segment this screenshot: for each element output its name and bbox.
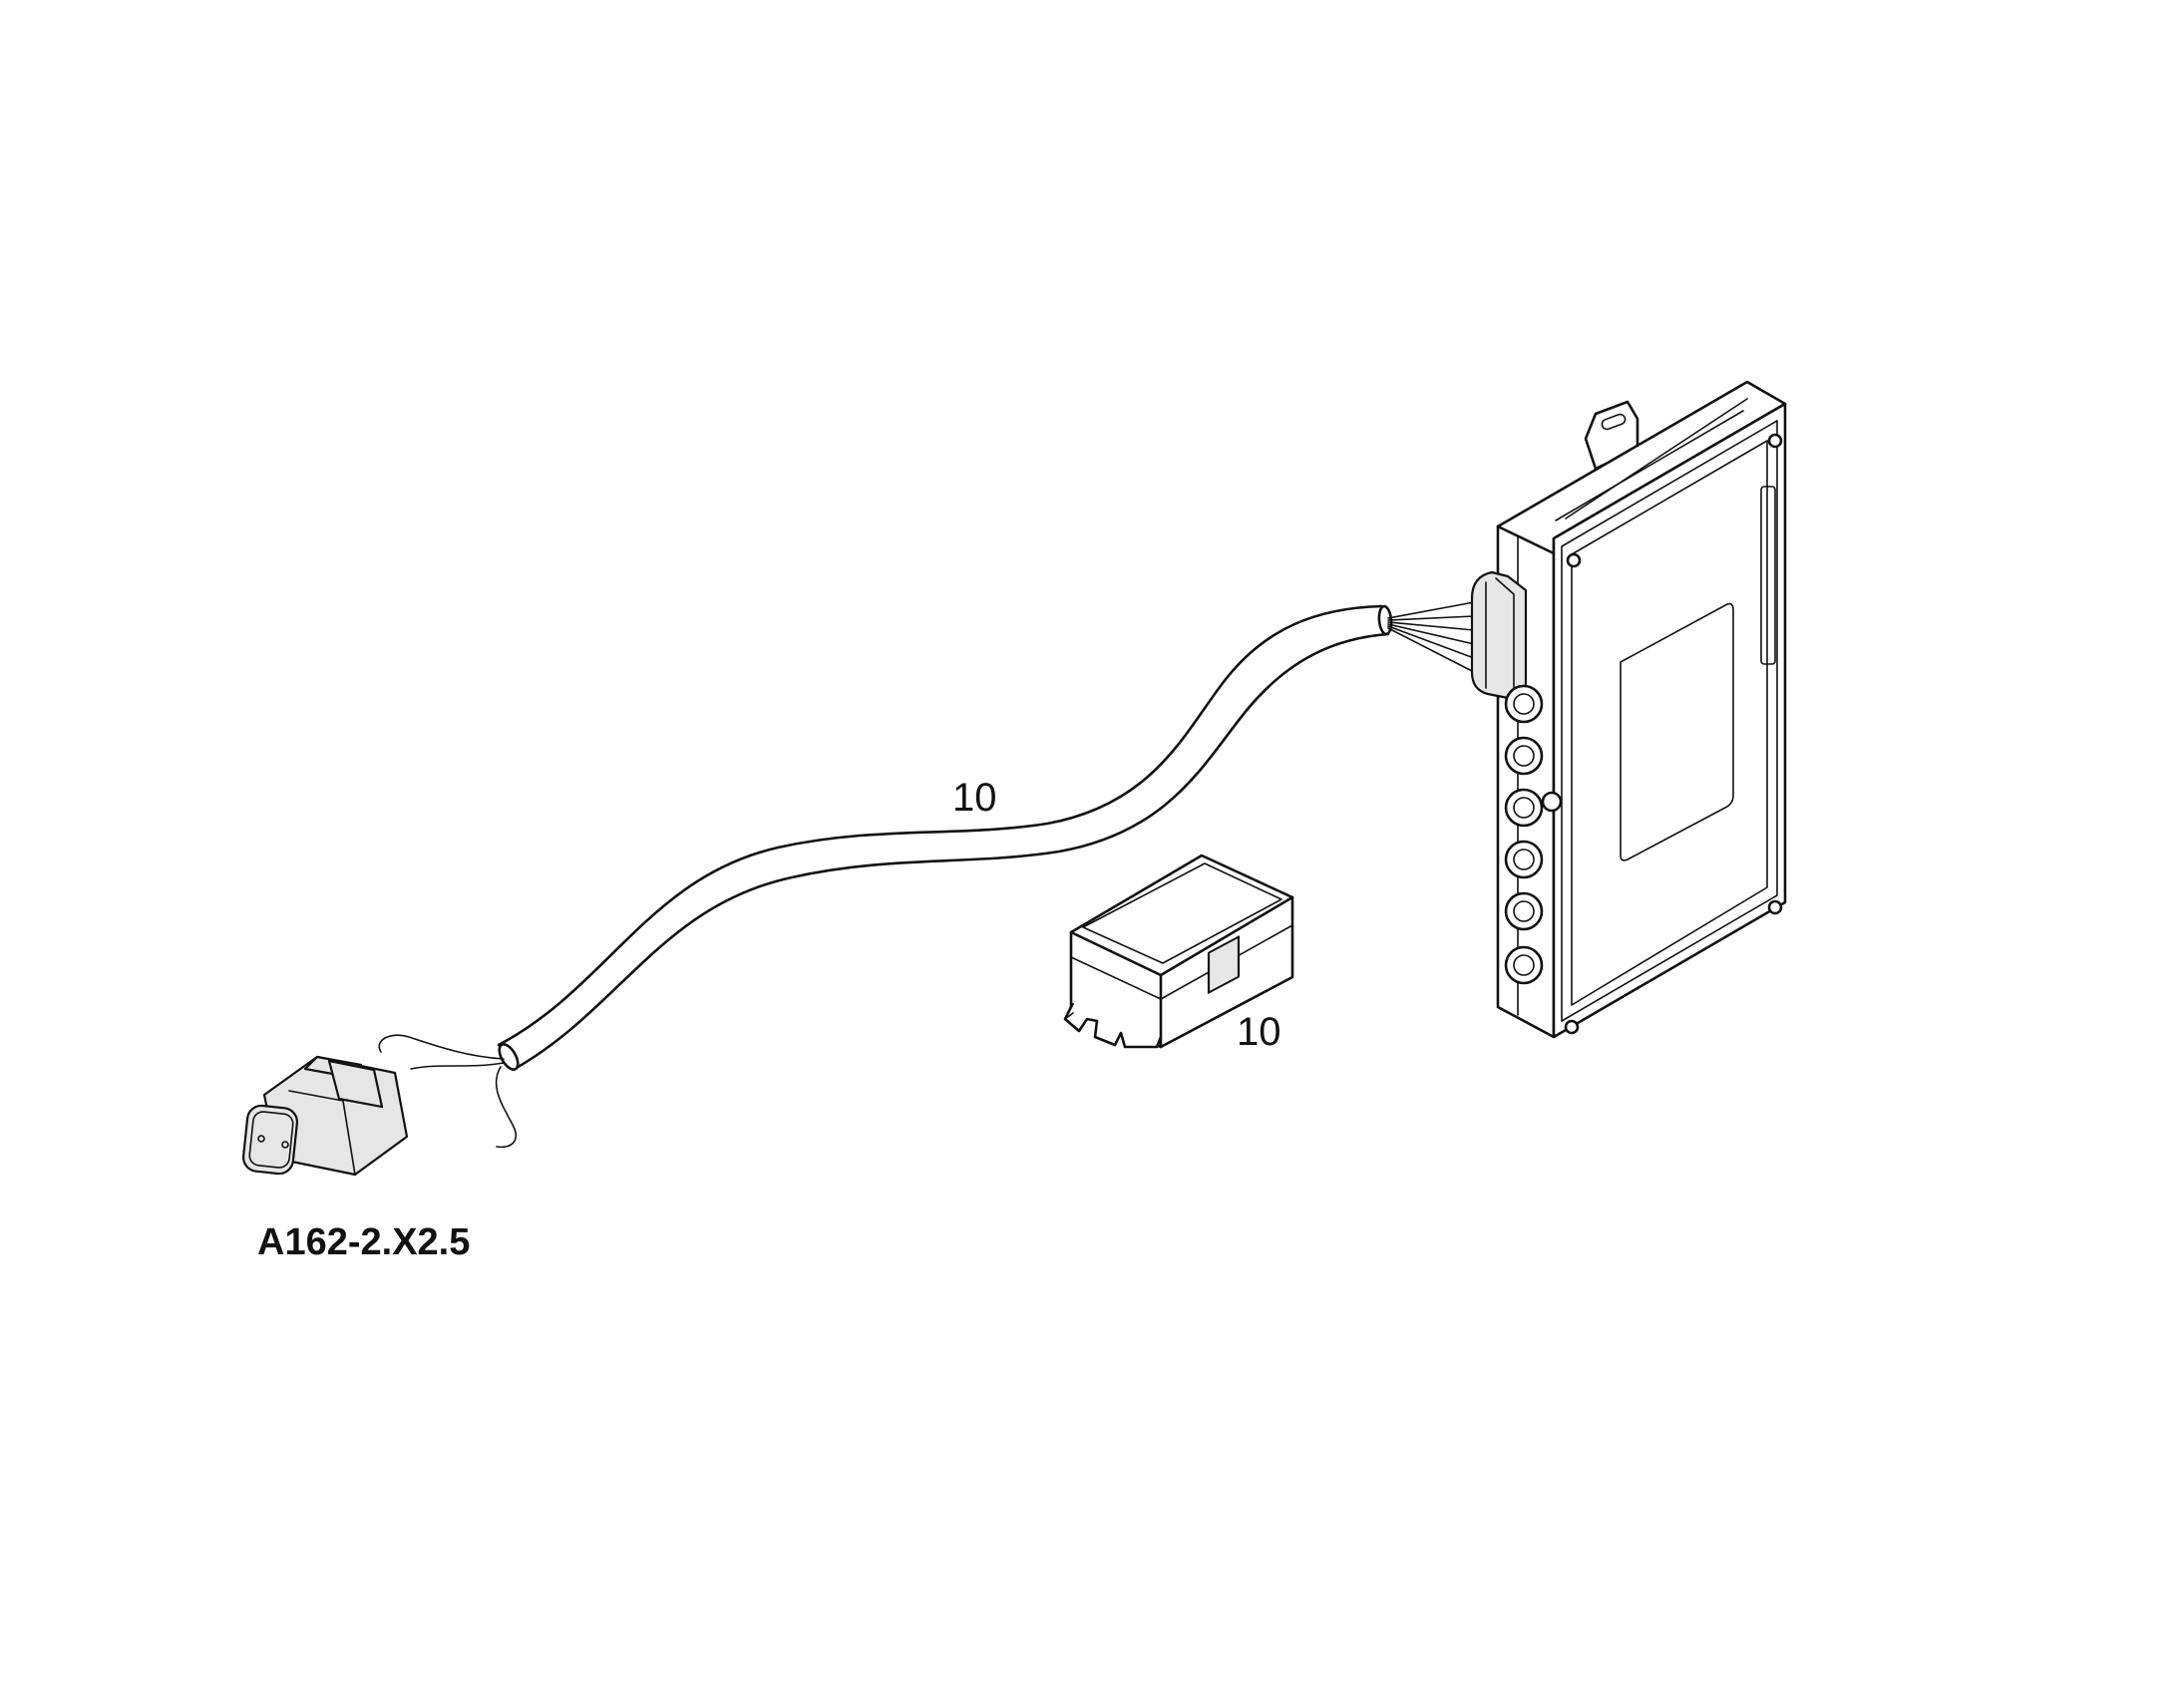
port-column (1504, 684, 1563, 985)
control-unit (1470, 380, 1787, 1039)
cable-harness (378, 601, 1475, 1149)
connector-a162 (241, 1055, 409, 1177)
callout-box: 10 (1237, 1010, 1281, 1054)
connector-label: A162-2.X2.5 (257, 1221, 471, 1263)
callout-harness: 10 (952, 776, 997, 820)
module-box (1063, 854, 1294, 1049)
